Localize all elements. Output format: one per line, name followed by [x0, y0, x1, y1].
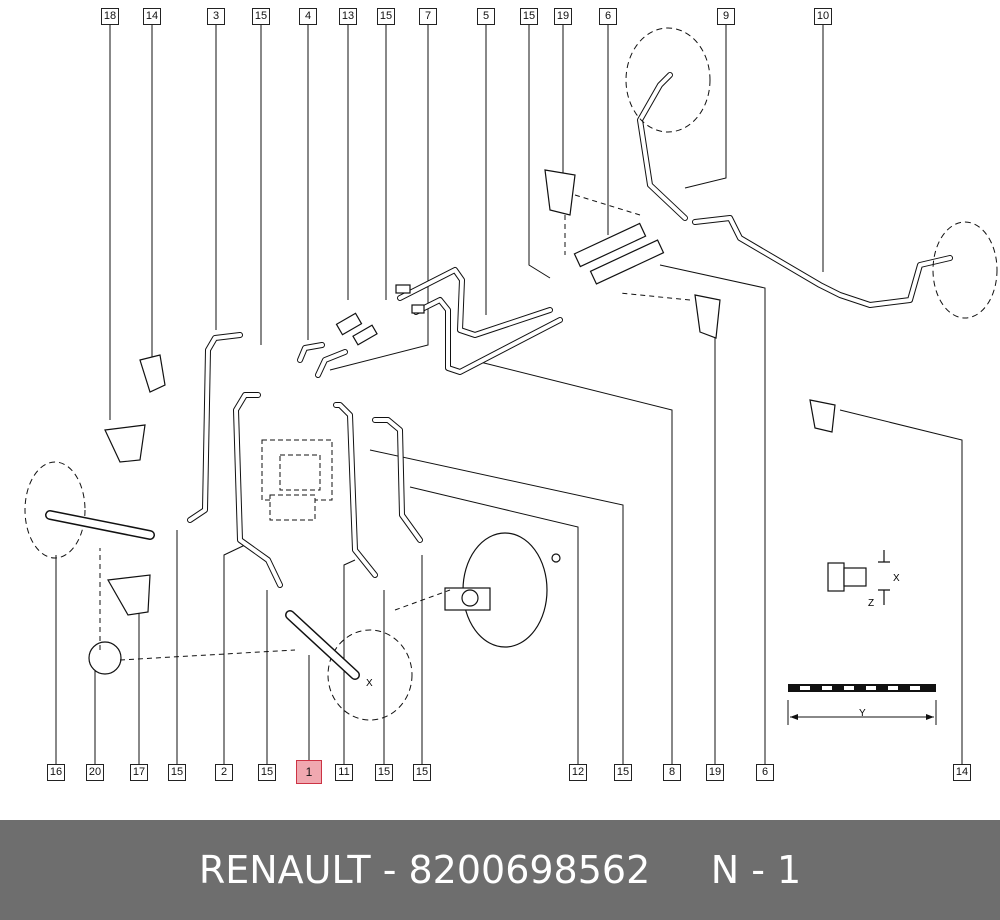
rear-left-disc: [625, 27, 711, 133]
callout-5: 5: [477, 8, 495, 25]
callout-6: 6: [756, 764, 774, 781]
callout-19: 19: [706, 764, 724, 781]
callout-15: 15: [258, 764, 276, 781]
footer-gap: [650, 848, 710, 892]
leader-2: [223, 544, 246, 765]
part-footer-bar: RENAULT - 8200698562 N - 1: [0, 820, 1000, 920]
brand-name: RENAULT: [198, 848, 371, 892]
scale-bar: [787, 684, 937, 725]
callout-15: 15: [252, 8, 270, 25]
leader-15-c: [528, 25, 551, 279]
callout-15: 15: [614, 764, 632, 781]
callout-4: 4: [299, 8, 317, 25]
callout-10: 10: [814, 8, 832, 25]
leader-11: [343, 559, 356, 765]
leader-7: [329, 25, 429, 371]
callout-7: 7: [419, 8, 437, 25]
callout-2: 2: [215, 764, 233, 781]
callout-15: 15: [520, 8, 538, 25]
callout-14: 14: [143, 8, 161, 25]
callout-3: 3: [207, 8, 225, 25]
detail-x-label: X: [893, 573, 900, 584]
callout-19: 19: [554, 8, 572, 25]
servo-master-cylinder: [444, 532, 561, 648]
callout-18: 18: [101, 8, 119, 25]
left-front-disc: [24, 461, 86, 559]
leader-8: [479, 361, 673, 765]
brackets: [88, 169, 836, 675]
detail-z-label: Z: [868, 598, 874, 609]
right-front-disc: [327, 629, 413, 721]
callout-15: 15: [375, 764, 393, 781]
page-indicator: N - 1: [710, 848, 802, 892]
leader-12: [409, 486, 579, 765]
fitting-detail: [827, 550, 890, 605]
abs-unit: [261, 439, 333, 521]
callout-16: 16: [47, 764, 65, 781]
leader-6-bottom: [659, 264, 766, 765]
brake-pipe-diagram: X Z X Y: [24, 25, 998, 765]
callout-15: 15: [377, 8, 395, 25]
callout-12: 12: [569, 764, 587, 781]
callout-15: 15: [168, 764, 186, 781]
callout-15: 15: [413, 764, 431, 781]
callout-20: 20: [86, 764, 104, 781]
callout-11: 11: [335, 764, 353, 781]
leader-15-h: [369, 449, 624, 765]
callout-1-highlighted: 1: [296, 760, 322, 784]
footer-separator: -: [370, 848, 409, 892]
scale-y-label: Y: [859, 708, 866, 719]
callout-13: 13: [339, 8, 357, 25]
wheel-x-label: X: [366, 678, 373, 689]
part-number: 8200698562: [408, 848, 651, 892]
callout-9: 9: [717, 8, 735, 25]
callout-8: 8: [663, 764, 681, 781]
callout-6: 6: [599, 8, 617, 25]
callout-17: 17: [130, 764, 148, 781]
leader-14-bottom: [839, 409, 963, 765]
leader-9: [684, 25, 727, 189]
unions: [335, 222, 665, 346]
rear-right-disc: [932, 221, 998, 319]
callout-14: 14: [953, 764, 971, 781]
